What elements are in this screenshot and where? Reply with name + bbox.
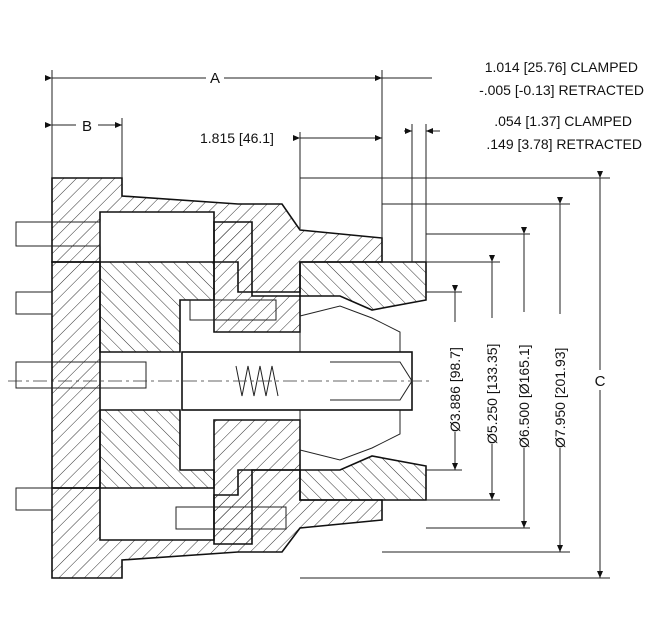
center-body xyxy=(99,261,215,353)
chuck-body xyxy=(8,177,430,579)
diameter-4: Ø7.950 [201.93] xyxy=(552,348,568,448)
dim-label-c: C xyxy=(595,373,606,390)
diameter-2: Ø5.250 [133.35] xyxy=(484,344,500,444)
stroke-total-retracted: -.005 [-0.13] RETRACTED xyxy=(479,82,644,98)
stroke-total-clamped: 1.014 [25.76] CLAMPED xyxy=(485,59,638,75)
diameter-3: Ø6.500 [Ø165.1] xyxy=(516,344,532,448)
nose-upper xyxy=(299,261,427,311)
collet-lower xyxy=(299,409,401,461)
depth-dimension: 1.815 [46.1] xyxy=(200,130,274,146)
mounting-bolts xyxy=(15,221,287,530)
back-plate xyxy=(51,261,101,489)
spring xyxy=(235,365,279,397)
stroke-small-retracted: .149 [3.78] RETRACTED xyxy=(486,136,642,152)
dim-label-a: A xyxy=(210,70,220,87)
nose-lower xyxy=(299,455,427,501)
diameter-1: Ø3.886 [98.7] xyxy=(447,347,463,432)
dim-label-b: B xyxy=(82,118,92,135)
stroke-small-clamped: .054 [1.37] CLAMPED xyxy=(494,113,632,129)
collet-upper xyxy=(299,305,401,357)
center-body-lower xyxy=(99,409,215,489)
